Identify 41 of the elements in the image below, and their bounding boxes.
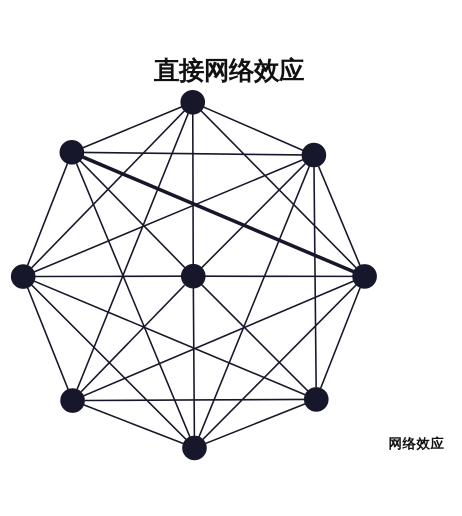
node-circle [10,264,36,289]
node-circle [180,264,206,289]
connector [82,155,354,274]
connector [35,275,182,278]
node-circle [302,142,326,168]
connector [320,287,361,388]
connector [80,160,186,268]
connector [31,110,185,268]
node-circle [180,90,206,115]
connector [192,114,194,264]
connector [202,284,357,440]
connector [34,158,304,273]
connector [201,284,308,392]
connector [201,163,306,268]
connector [26,287,69,390]
node-circle [352,264,377,289]
connector [200,110,357,268]
connector [203,106,303,151]
connector [198,166,310,438]
node-circle [60,388,85,413]
connector [205,275,353,278]
connector [76,113,189,390]
label: 网络效应 [388,436,445,452]
connector [80,284,186,392]
diagram-title: 直接网络效应 [154,54,304,85]
connector [34,280,306,396]
connector [26,163,68,266]
node-circle [304,387,329,412]
connector [192,288,196,436]
connector [205,403,306,444]
connector [76,163,191,437]
connector [31,284,186,440]
connector [318,166,361,266]
connector [84,404,184,444]
node-circle [60,140,84,165]
connector [82,106,182,148]
connector [84,152,302,156]
connector [313,167,317,388]
node-circle [182,436,207,460]
connector [84,398,304,402]
connector [83,280,354,397]
